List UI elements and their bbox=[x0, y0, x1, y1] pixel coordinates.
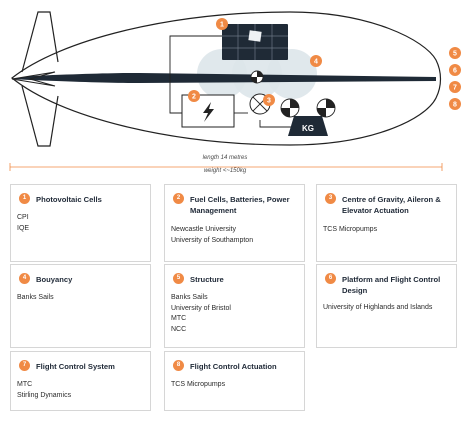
card-item: University of Southampton bbox=[171, 236, 254, 244]
card-title: Platform and Flight Control Design bbox=[342, 275, 441, 295]
kg-label: KG bbox=[302, 124, 314, 133]
marker-5: 5 bbox=[449, 47, 461, 59]
card-centre-of-gravity: 3 Centre of Gravity, Aileron & Elevator … bbox=[316, 184, 457, 262]
airship-hull bbox=[11, 11, 442, 146]
card-flight-control-system: 7 Flight Control System MTC Stirling Dyn… bbox=[10, 351, 151, 411]
card-item: TCS Micropumps bbox=[323, 226, 378, 233]
lightning-icon bbox=[203, 102, 214, 122]
card-item: MTC bbox=[171, 315, 187, 322]
card-number-badge: 2 bbox=[173, 193, 184, 204]
card-flight-control-actuation: 8 Flight Control Actuation TCS Micropump… bbox=[164, 351, 305, 411]
svg-text:2: 2 bbox=[192, 94, 196, 101]
svg-text:6: 6 bbox=[453, 68, 457, 75]
card-photovoltaic-cells: 1 Photovoltaic Cells CPI IQE bbox=[10, 184, 151, 262]
card-item: University of Highlands and Islands bbox=[323, 304, 433, 311]
card-platform-flight-control-design: 6 Platform and Flight Control Design Uni… bbox=[316, 264, 457, 348]
svg-text:7: 7 bbox=[453, 85, 457, 92]
card-number-badge: 7 bbox=[19, 360, 30, 371]
marker-6: 6 bbox=[449, 64, 461, 76]
marker-2: 2 bbox=[188, 90, 200, 102]
lower-tail-fin bbox=[21, 85, 59, 147]
marker-4: 4 bbox=[310, 55, 322, 67]
solar-panel-icon bbox=[222, 24, 288, 60]
card-structure: 5 Structure Banks Sails University of Br… bbox=[164, 264, 305, 348]
card-title: Bouyancy bbox=[36, 275, 73, 284]
card-number-badge: 6 bbox=[325, 273, 336, 284]
card-item: Newcastle University bbox=[171, 226, 236, 233]
svg-text:4: 4 bbox=[314, 59, 318, 66]
card-title: Centre of Gravity, Aileron & Elevator Ac… bbox=[342, 195, 441, 215]
card-item: TCS Micropumps bbox=[171, 381, 226, 388]
marker-8: 8 bbox=[449, 98, 461, 110]
card-item: University of Bristol bbox=[171, 304, 231, 312]
marker-3: 3 bbox=[263, 94, 275, 106]
card-number-badge: 8 bbox=[173, 360, 184, 371]
svg-text:8: 8 bbox=[453, 102, 457, 109]
card-title: Photovoltaic Cells bbox=[36, 195, 102, 204]
buoyancy-balloons bbox=[197, 49, 317, 99]
card-item: Stirling Dynamics bbox=[17, 391, 72, 399]
card-title: Flight Control System bbox=[36, 362, 115, 371]
length-label: length 14 metres bbox=[202, 155, 248, 161]
svg-text:1: 1 bbox=[220, 22, 224, 29]
airship-diagram: KG 1 2 3 4 5 6 7 8 bbox=[9, 11, 461, 171]
centre-of-gravity-icon bbox=[250, 70, 264, 84]
structure-beam bbox=[12, 73, 436, 83]
card-item: Banks Sails bbox=[171, 294, 208, 301]
card-title: Structure bbox=[190, 275, 224, 284]
card-item: Banks Sails bbox=[17, 294, 54, 301]
card-item: MTC bbox=[17, 381, 33, 388]
card-number-badge: 3 bbox=[325, 193, 336, 204]
card-number-badge: 4 bbox=[19, 273, 30, 284]
length-dimension-line bbox=[9, 163, 443, 171]
card-item: NCC bbox=[171, 325, 187, 333]
marker-1: 1 bbox=[216, 18, 228, 30]
card-item: IQE bbox=[17, 224, 30, 232]
card-title: Flight Control Actuation bbox=[190, 362, 277, 371]
card-item: CPI bbox=[17, 214, 29, 221]
weight-label: weight <~150kg bbox=[203, 168, 247, 174]
card-bouyancy: 4 Bouyancy Banks Sails bbox=[10, 264, 151, 348]
marker-7: 7 bbox=[449, 81, 461, 93]
card-number-badge: 5 bbox=[173, 273, 184, 284]
kg-weight-icon: KG bbox=[280, 98, 336, 136]
upper-tail-fin bbox=[21, 11, 59, 73]
card-title: Fuel Cells, Batteries, Power Management bbox=[190, 195, 290, 215]
svg-text:3: 3 bbox=[267, 98, 271, 105]
card-fuel-cells: 2 Fuel Cells, Batteries, Power Managemen… bbox=[164, 184, 305, 262]
svg-text:5: 5 bbox=[453, 51, 457, 58]
nose-beam bbox=[11, 71, 56, 87]
card-number-badge: 1 bbox=[19, 193, 30, 204]
